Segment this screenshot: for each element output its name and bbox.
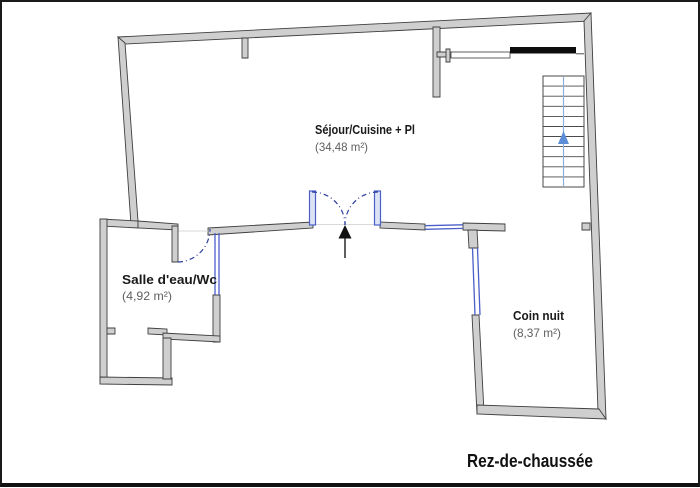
wall-bedroom-bottom	[476, 404, 607, 420]
wall-closet-jamb	[445, 48, 451, 63]
bathroom-door-arc	[177, 228, 211, 263]
bathroom-wc-label: Salle d'eau/Wc	[122, 272, 217, 287]
sleeping-nook-label: Coin nuit	[513, 308, 565, 323]
closet-panel-white	[450, 51, 511, 59]
wall-right	[583, 11, 607, 421]
floor-title: Rez-de-chaussée	[467, 451, 593, 471]
wall-bathroom-left	[99, 218, 108, 385]
living-kitchen-area: (34,48 m²)	[315, 140, 368, 154]
bathroom-wc-area: (4,92 m²)	[122, 289, 172, 303]
window-bedroom-west	[471, 247, 481, 316]
wall-t-junction-stub	[467, 229, 479, 249]
wall-left-slanted	[117, 35, 139, 226]
window-bathroom-east	[214, 233, 220, 295]
entrance-door-arc-right	[344, 191, 379, 226]
entrance-door-leaf-left	[308, 190, 317, 226]
wall-bathroom-divider-right	[162, 332, 221, 343]
wall-top	[116, 12, 592, 45]
wall-closet-left	[432, 26, 441, 98]
wall-bathroom-right	[212, 294, 221, 343]
wall-passage-stub	[581, 222, 591, 231]
wall-bathroom-left-stub	[106, 327, 116, 335]
walls	[99, 11, 607, 421]
wall-bathroom-bottom	[99, 376, 173, 386]
wall-bedroom-left	[471, 314, 485, 415]
stairs-up-arrow-icon	[558, 77, 569, 186]
wall-living-bottom-right	[379, 221, 426, 231]
wall-top-stub	[241, 37, 249, 59]
wall-bathroom-alcove-right	[162, 337, 172, 380]
wall-living-bottom-left	[207, 221, 314, 236]
window-living-south	[424, 224, 464, 230]
staircase	[542, 75, 585, 188]
sleeping-nook-area: (8,37 m²)	[513, 326, 561, 340]
entrance-arrow-icon	[338, 225, 352, 258]
closet-panel-black	[510, 47, 576, 54]
room-labels: Séjour/Cuisine + Pl (34,48 m²) Salle d'e…	[122, 122, 593, 471]
entrance-door-leaf-right	[373, 190, 382, 226]
bathroom-door-leaf	[171, 225, 179, 263]
wall-t-junction	[462, 222, 506, 232]
windows	[214, 224, 481, 316]
doors	[171, 190, 382, 263]
entrance-door-arc-left	[311, 191, 346, 226]
living-kitchen-label: Séjour/Cuisine + Pl	[315, 122, 415, 137]
closet-sliding-doors	[450, 47, 584, 59]
